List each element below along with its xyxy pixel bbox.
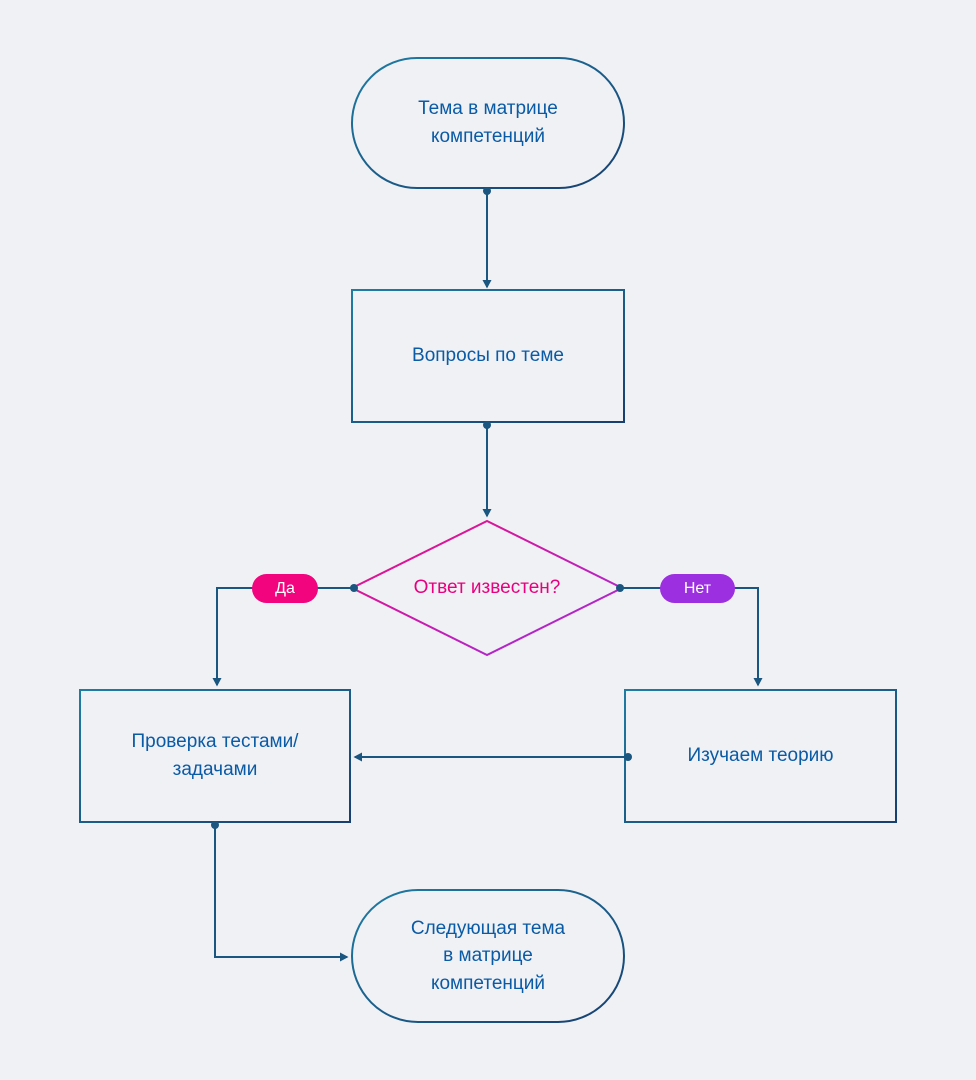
decision-diamond-shape — [349, 519, 625, 657]
check-node-shape — [79, 689, 351, 823]
start-node-shape — [351, 57, 625, 189]
no-branch-badge: Нет — [660, 574, 735, 603]
theory-node-shape — [624, 689, 897, 823]
questions-node-shape — [351, 289, 625, 423]
connector-dots — [211, 187, 632, 829]
yes-branch-badge: Да — [252, 574, 318, 603]
next-node-shape — [351, 889, 625, 1023]
connector-check-to-next — [214, 824, 349, 962]
